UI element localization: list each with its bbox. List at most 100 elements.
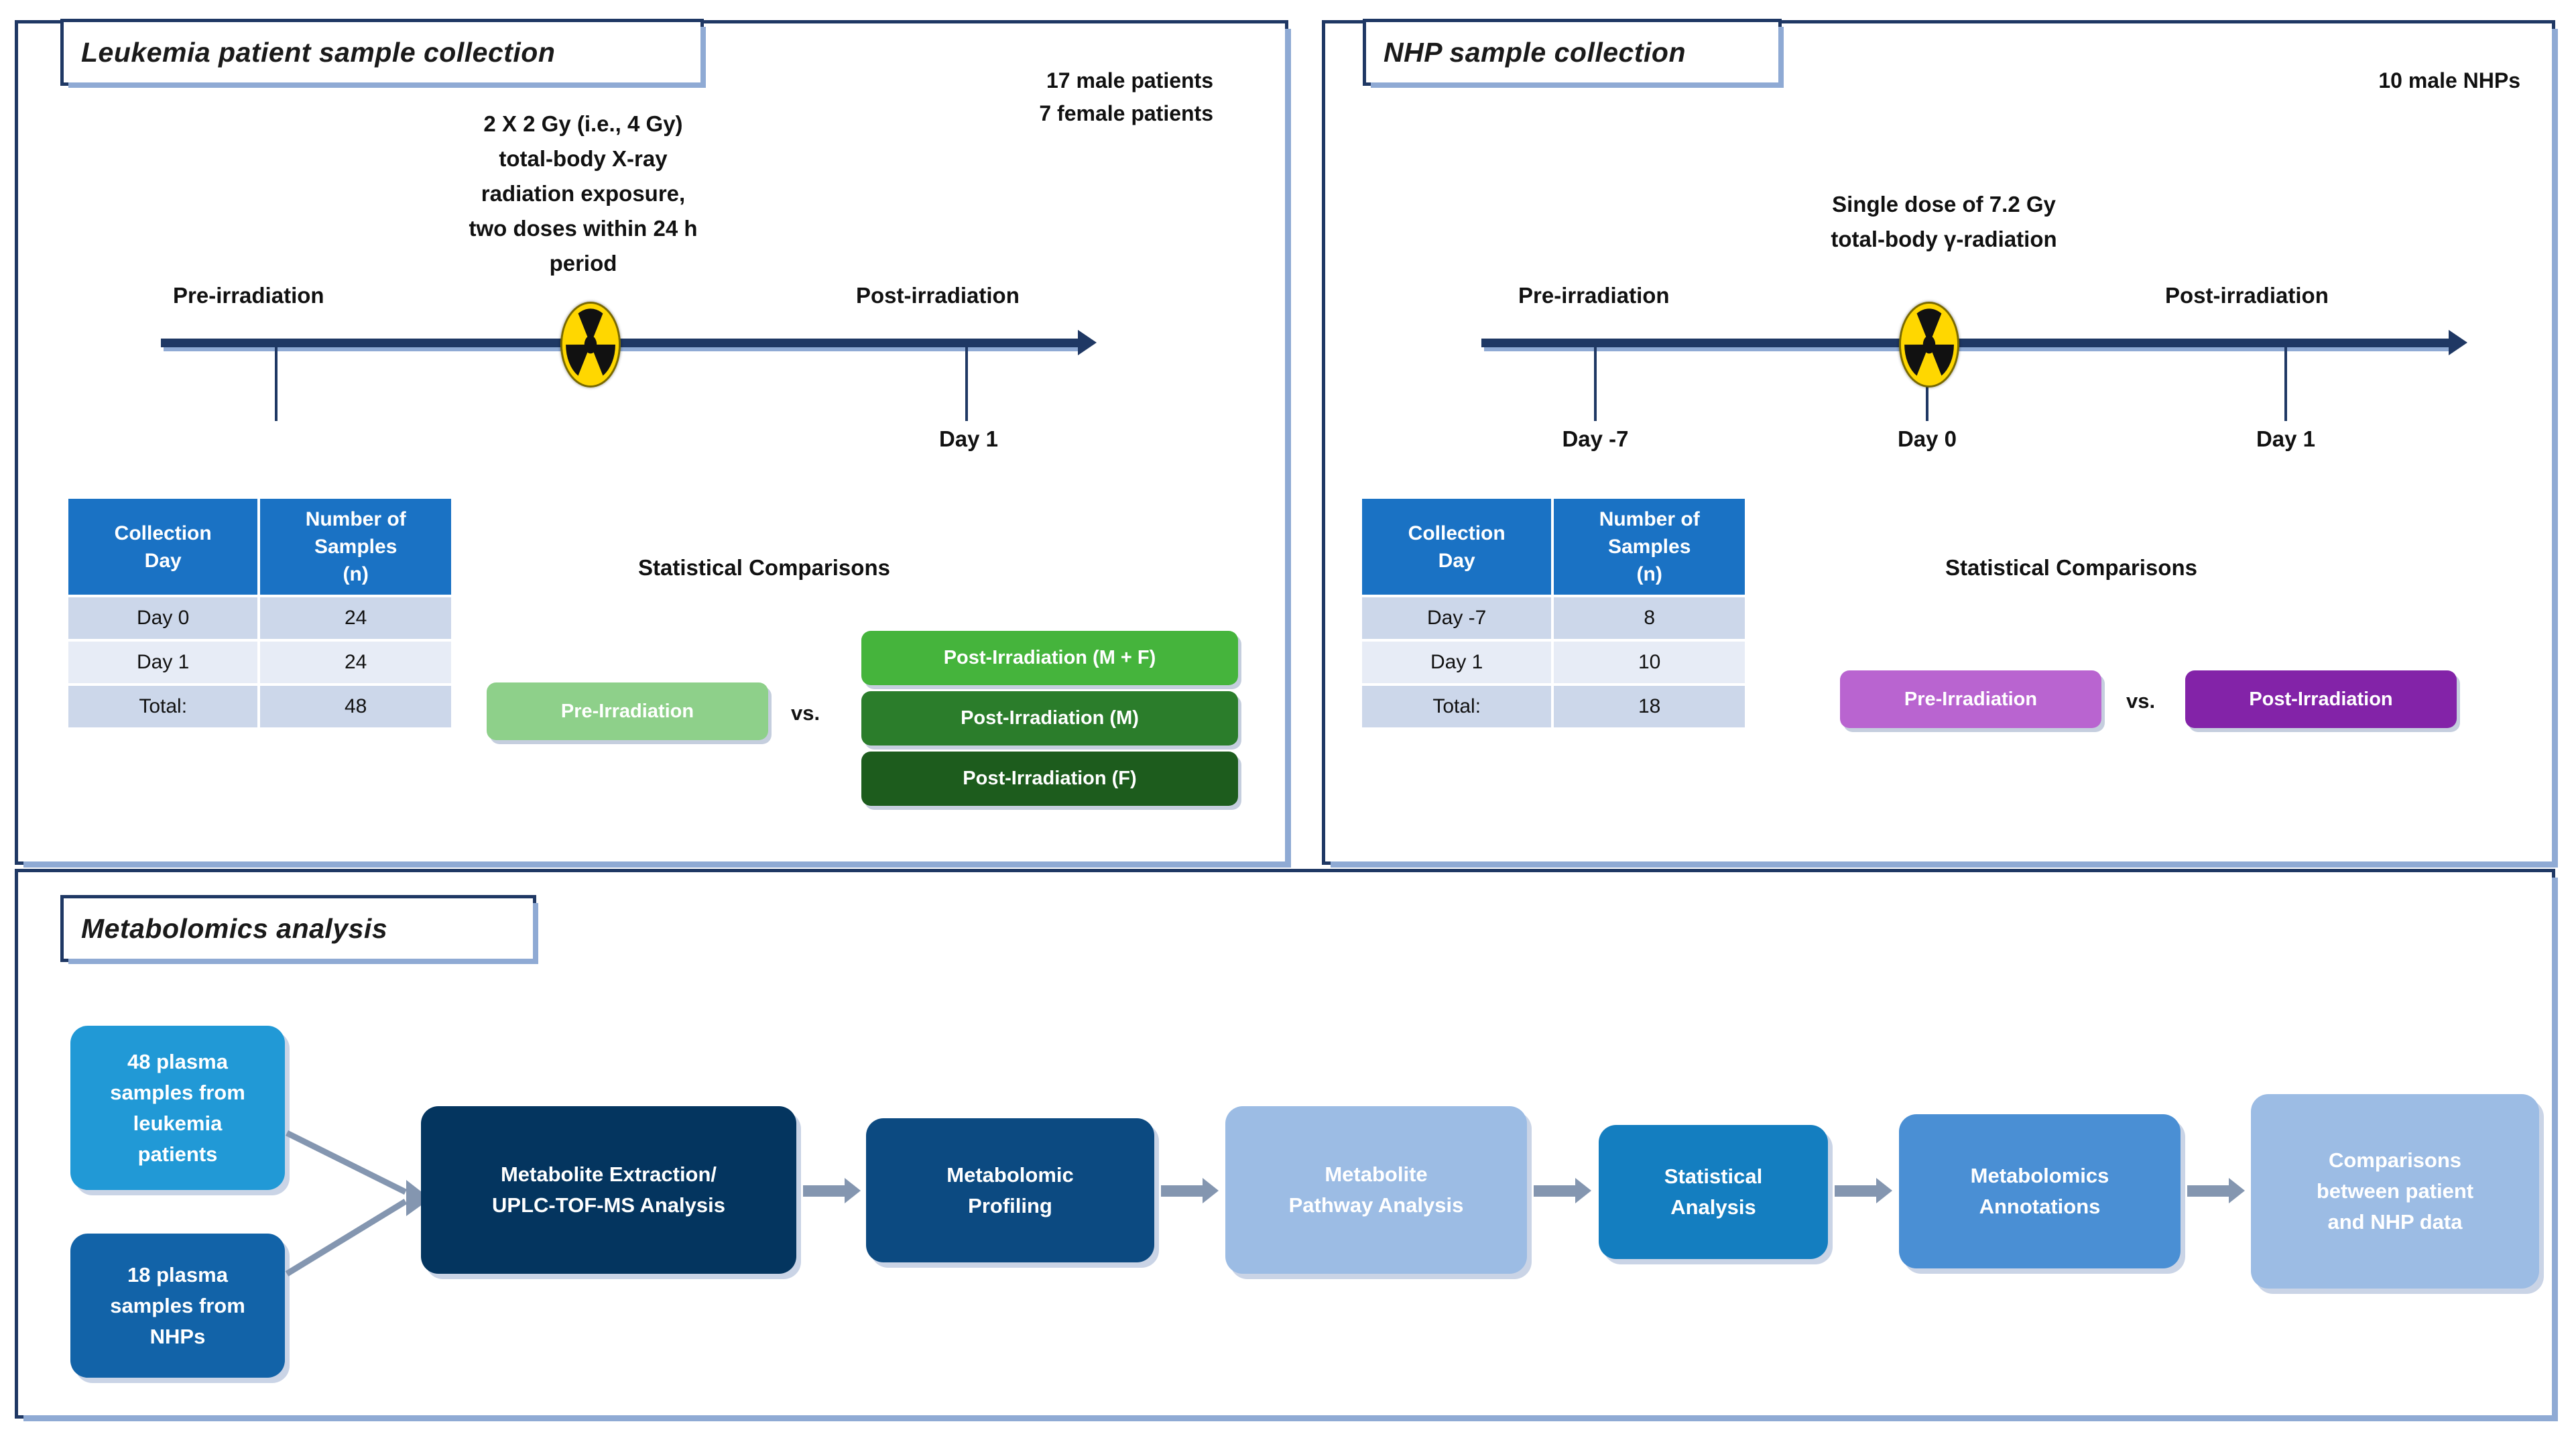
badge-post-irradiation-m: Post-Irradiation (M) bbox=[861, 691, 1238, 745]
header-line-2: Samples bbox=[1607, 536, 1691, 558]
radiation-hazard-icon bbox=[1899, 302, 1959, 387]
leukemia-dose-line-5: period bbox=[549, 251, 617, 276]
input-converging-arrows bbox=[285, 1130, 430, 1276]
nhp-comparisons-heading: Statistical Comparisons bbox=[1945, 555, 2197, 580]
leukemia-cohort-female: 7 female patients bbox=[1039, 101, 1213, 125]
arrow-head bbox=[1203, 1178, 1219, 1203]
nhp-timeline-axis bbox=[1481, 330, 2467, 355]
axis-shadow bbox=[1484, 347, 2450, 351]
nhp-cohort-label: 10 male NHPs bbox=[2378, 68, 2520, 93]
nhp-tick-label-day-minus-7: Day -7 bbox=[1562, 426, 1629, 451]
nhp-tick-day-1 bbox=[2284, 347, 2287, 421]
workflow-step-metabolomic-profiling: Metabolomic Profiling bbox=[866, 1118, 1154, 1262]
leukemia-post-irradiation-label: Post-irradiation bbox=[856, 283, 1020, 308]
workflow-input-label: 18 plasma samples from NHPs bbox=[110, 1262, 245, 1348]
header-line-3: (n) bbox=[343, 563, 369, 585]
workflow-arrow-2 bbox=[1161, 1178, 1219, 1203]
badge-post-irradiation-mf: Post-Irradiation (M + F) bbox=[861, 631, 1238, 685]
title-shadow-bottom bbox=[68, 959, 538, 964]
workflow-arrow-1 bbox=[803, 1178, 861, 1203]
cell-day: Day 1 bbox=[67, 640, 259, 684]
title-shadow-bottom bbox=[68, 82, 706, 88]
cell-day: Total: bbox=[67, 684, 259, 729]
workflow-step-label: Metabolite Pathway Analysis bbox=[1288, 1162, 1464, 1217]
header-number-of-samples: Number of Samples (n) bbox=[1552, 497, 1746, 596]
panel-shadow-right bbox=[1285, 29, 1291, 868]
cell-day: Day -7 bbox=[1361, 596, 1553, 640]
arrow-head bbox=[845, 1178, 861, 1203]
badge-pre-irradiation-nhp: Pre-Irradiation bbox=[1840, 670, 2101, 728]
leukemia-pre-irradiation-label: Pre-irradiation bbox=[173, 283, 324, 308]
panel-title-text: Metabolomics analysis bbox=[81, 912, 388, 944]
workflow-step-label: Metabolomics Annotations bbox=[1970, 1164, 2109, 1218]
title-shadow-right bbox=[700, 27, 706, 88]
header-line-1: Number of bbox=[1599, 508, 1700, 530]
table-row: Day 0 24 bbox=[67, 596, 452, 640]
panel-title-text: Leukemia patient sample collection bbox=[81, 36, 556, 68]
badge-post-irradiation-nhp: Post-Irradiation bbox=[2185, 670, 2457, 728]
workflow-step-label: Metabolomic Profiling bbox=[946, 1162, 1074, 1217]
badge-post-irradiation-f: Post-Irradiation (F) bbox=[861, 752, 1238, 806]
badge-pre-irradiation-leukemia: Pre-Irradiation bbox=[487, 682, 768, 740]
nhp-pre-irradiation-label: Pre-irradiation bbox=[1518, 283, 1670, 308]
axis-shadow bbox=[164, 347, 1079, 351]
nhp-dose-line-2: total-body γ-radiation bbox=[1831, 227, 2057, 251]
cell-count: 18 bbox=[1552, 684, 1746, 729]
leukemia-dose-line-2: total-body X-ray bbox=[499, 146, 668, 171]
header-line-3: (n) bbox=[1636, 563, 1662, 585]
workflow-arrow-5 bbox=[2187, 1178, 2245, 1203]
table-row: Total: 48 bbox=[67, 684, 452, 729]
cell-day: Total: bbox=[1361, 684, 1553, 729]
cell-count: 24 bbox=[259, 596, 452, 640]
table-row: Day 1 10 bbox=[1361, 640, 1746, 684]
nhp-tick-label-day-0: Day 0 bbox=[1897, 426, 1957, 451]
leukemia-tick-day1 bbox=[965, 347, 968, 421]
header-line-1: Collection bbox=[114, 522, 212, 544]
cell-day: Day 0 bbox=[67, 596, 259, 640]
cell-count: 10 bbox=[1552, 640, 1746, 684]
cell-count: 8 bbox=[1552, 596, 1746, 640]
arrow-head bbox=[1575, 1178, 1591, 1203]
workflow-input-leukemia-samples: 48 plasma samples from leukemia patients bbox=[70, 1026, 285, 1190]
nhp-vs-label: vs. bbox=[2126, 689, 2156, 713]
leukemia-tick-label-day1: Day 1 bbox=[938, 426, 999, 451]
leukemia-dose-line-1: 2 X 2 Gy (i.e., 4 Gy) bbox=[483, 111, 683, 136]
header-line-2: Day bbox=[144, 549, 182, 572]
cell-day: Day 1 bbox=[1361, 640, 1553, 684]
arrow-shaft bbox=[803, 1185, 845, 1197]
header-line-1: Number of bbox=[305, 508, 406, 530]
panel-title-metabolomics: Metabolomics analysis bbox=[60, 895, 538, 964]
arrow-shaft bbox=[1161, 1185, 1203, 1197]
cell-count: 48 bbox=[259, 684, 452, 729]
arrow-shaft bbox=[2187, 1185, 2229, 1197]
panel-shadow-right bbox=[2552, 29, 2558, 868]
leukemia-comparisons-heading: Statistical Comparisons bbox=[638, 555, 890, 580]
arrow-head bbox=[1876, 1178, 1892, 1203]
nhp-tick-label-day-1: Day 1 bbox=[2256, 426, 2316, 451]
arrow-shaft bbox=[1835, 1185, 1876, 1197]
arrow-head bbox=[2229, 1178, 2245, 1203]
workflow-input-nhp-samples: 18 plasma samples from NHPs bbox=[70, 1234, 285, 1378]
arrow-shaft bbox=[1534, 1185, 1575, 1197]
header-line-2: Day bbox=[1438, 549, 1475, 572]
panel-title-nhp: NHP sample collection bbox=[1363, 19, 1784, 88]
table-row: Total: 18 bbox=[1361, 684, 1746, 729]
table-row: Day -7 8 bbox=[1361, 596, 1746, 640]
radiation-hazard-icon bbox=[560, 302, 621, 387]
title-shadow-right bbox=[533, 903, 538, 964]
header-line-1: Collection bbox=[1408, 522, 1506, 544]
leukemia-cohort-male: 17 male patients bbox=[1046, 68, 1213, 93]
leukemia-tick-pre bbox=[275, 347, 278, 421]
workflow-step-label: Metabolite Extraction/ UPLC-TOF-MS Analy… bbox=[492, 1162, 725, 1217]
workflow-step-comparisons: Comparisons between patient and NHP data bbox=[2251, 1094, 2539, 1289]
title-shadow-right bbox=[1778, 27, 1784, 88]
leukemia-dose-line-4: two doses within 24 h bbox=[469, 216, 698, 241]
title-shadow-bottom bbox=[1371, 82, 1784, 88]
workflow-step-metabolomics-annotations: Metabolomics Annotations bbox=[1899, 1114, 2181, 1268]
